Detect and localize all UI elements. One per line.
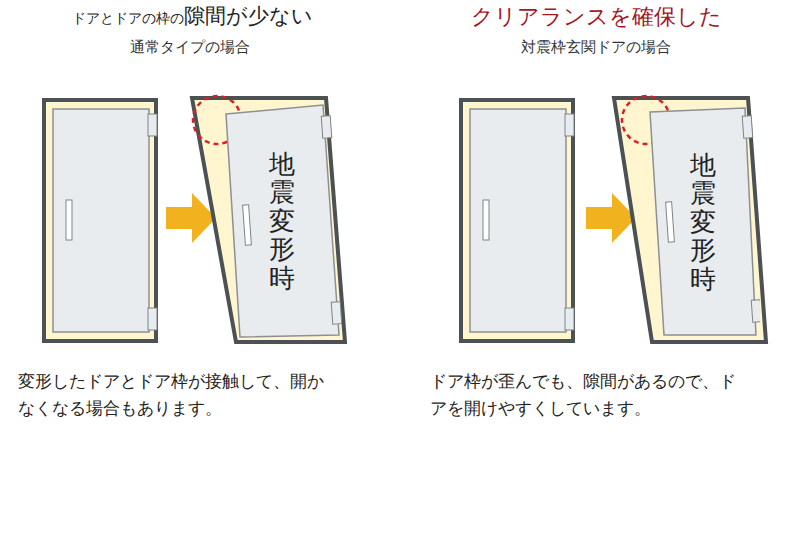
deformed-frame [192, 98, 345, 342]
heading-small: ドアとドアの枠の [72, 10, 184, 28]
caption-text: 変形したドアとドア枠が接触して、開かなくなる場合もあります。 [18, 368, 324, 422]
deformed-frame [614, 98, 766, 342]
heading: クリアランスを確保した [471, 2, 722, 32]
caption-text: ドア枠が歪んでも、隙間があるので、ドアを開けやすくしています。 [430, 368, 736, 422]
door-label: 地震変形時 [269, 150, 295, 293]
heading: 隙間が少ない [184, 2, 313, 30]
normal-door-frame [461, 100, 574, 341]
subheading: 対震枠玄関ドアの場合 [521, 38, 671, 57]
deformed-door: 地震変形時 [222, 102, 342, 340]
door-label: 地震変形時 [690, 151, 716, 294]
normal-door-frame [44, 100, 157, 341]
deformed-door: 地震変形時 [646, 104, 760, 340]
subheading: 通常タイプの場合 [130, 38, 250, 57]
heading-row: ドアとドアの枠の隙間が少ない [0, 2, 385, 30]
